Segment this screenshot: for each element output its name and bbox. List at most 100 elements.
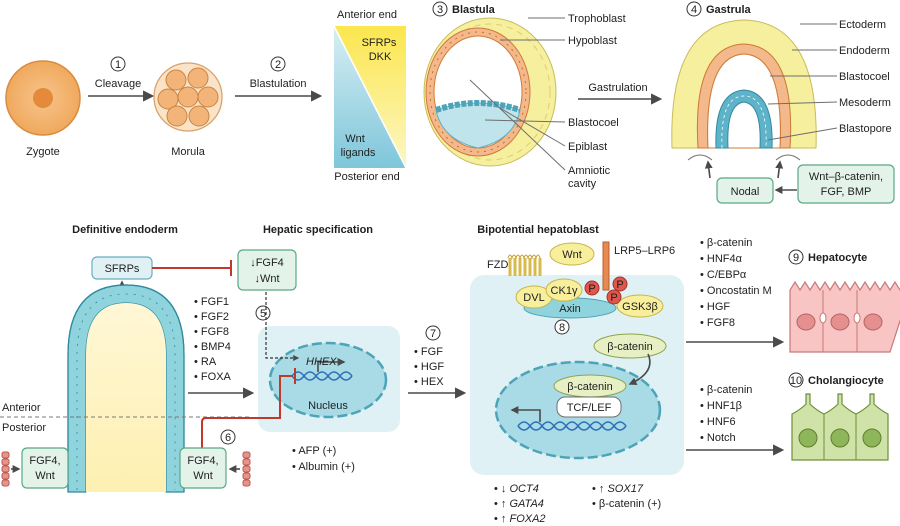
tcf-lef: TCF/LEF [567,402,612,414]
dvl: DVL [523,292,544,304]
svg-text:Anterior end: Anterior end [337,9,397,21]
hhex-label: HHEX [306,356,337,368]
zygote-label: Zygote [26,146,60,158]
hepatoblast-cell: FZD Wnt LRP5–LRP6 Axin DVL CK1γ GSK3β P … [470,241,684,475]
svg-text:9: 9 [793,252,799,264]
svg-text:Hypoblast: Hypoblast [568,35,617,47]
ck1: CK1γ [551,285,578,297]
svg-text:P: P [616,279,623,291]
svg-text:Nodal: Nodal [731,186,760,198]
svg-text:P: P [610,292,617,304]
svg-text:↓Wnt: ↓Wnt [254,273,279,285]
svg-text:Posterior end: Posterior end [334,171,399,183]
svg-text:• HNF6: • HNF6 [700,416,736,428]
svg-text:Trophoblast: Trophoblast [568,13,626,25]
blastula: 3 Blastula Trophoblast Hypoblast Blastoc… [423,1,626,190]
svg-text:• BMP4: • BMP4 [194,341,231,353]
svg-text:Ectoderm: Ectoderm [839,19,886,31]
svg-text:FZD: FZD [487,259,508,271]
hepatic-markers: • AFP (+) • Albumin (+) [292,445,355,473]
svg-text:• C/EBPα: • C/EBPα [700,269,747,281]
fgf4-wnt-down-box: ↓FGF4 ↓Wnt [237,249,297,291]
svg-text:• FGF8: • FGF8 [194,326,229,338]
posterior-label: Posterior [2,422,46,434]
svg-text:• AFP (+): • AFP (+) [292,445,336,457]
hepatic-cell: HHEX Nucleus [258,326,400,432]
left-factor-list: • FGF1 • FGF2 • FGF8 • BMP4 • RA • FOXA [194,296,232,383]
svg-text:• HGF: • HGF [414,361,444,373]
svg-text:• ↑ SOX17: • ↑ SOX17 [592,483,644,495]
svg-text:Gastrula: Gastrula [706,4,752,16]
svg-text:2: 2 [275,59,281,71]
svg-text:Hepatocyte: Hepatocyte [808,252,867,264]
hepatocyte-factors: • β-catenin • HNF4α • C/EBPα • Oncostati… [686,237,785,348]
svg-text:FGF4,: FGF4, [187,455,218,467]
svg-text:Blastocoel: Blastocoel [568,117,619,129]
svg-text:• ↑ FOXA2: • ↑ FOXA2 [494,513,546,525]
beta-catenin-cytoplasm: β-catenin [607,341,652,353]
svg-text:Cholangiocyte: Cholangiocyte [808,375,884,387]
svg-text:Mesoderm: Mesoderm [839,97,891,109]
hepatoblast-markers: • ↓ OCT4 • ↑ GATA4 • ↑ FOXA2 • ↑ SOX17 •… [494,483,661,525]
lrp-label: LRP5–LRP6 [614,245,675,257]
svg-text:• FGF: • FGF [414,346,443,358]
gut-tube [67,284,185,493]
step-5: 5 [255,305,271,321]
svg-text:• Oncostatin M: • Oncostatin M [700,285,772,297]
bipotential-title: Bipotential hepatoblast [477,224,599,236]
svg-text:cavity: cavity [568,178,597,190]
sfrps-box: SFRPs [91,256,232,300]
wnt-ligand: Wnt [562,249,582,261]
svg-text:• β-catenin: • β-catenin [700,384,752,396]
svg-text:Blastula: Blastula [452,4,496,16]
svg-text:Cleavage: Cleavage [95,78,141,90]
svg-text:• HEX: • HEX [414,376,444,388]
svg-text:• FOXA: • FOXA [194,371,232,383]
gastrulation-arrow: Gastrulation [578,82,663,105]
svg-text:• FGF8: • FGF8 [700,317,735,329]
gsk3b: GSK3β [622,301,658,313]
svg-text:• Notch: • Notch [700,432,736,444]
svg-text:7: 7 [430,328,436,340]
svg-text:10: 10 [790,375,802,387]
svg-text:SFRPs: SFRPs [362,37,397,49]
svg-text:1: 1 [115,59,121,71]
svg-text:P: P [588,283,595,295]
hepatocyte: 9 Hepatocyte [788,249,900,353]
svg-text:Gastrulation: Gastrulation [588,82,647,94]
svg-text:FGF, BMP: FGF, BMP [821,186,872,198]
step-1-cleavage: 1 Cleavage [88,56,155,102]
fgf4-wnt-box-center: 6 FGF4, Wnt [179,368,296,489]
svg-text:Amniotic: Amniotic [568,165,611,177]
svg-text:Blastulation: Blastulation [250,78,307,90]
svg-text:• Albumin (+): • Albumin (+) [292,461,355,473]
svg-text:8: 8 [559,322,565,334]
svg-text:FGF4,: FGF4, [29,455,60,467]
svg-text:5: 5 [260,308,266,320]
morula-label: Morula [171,146,206,158]
svg-text:6: 6 [225,432,231,444]
svg-text:Endoderm: Endoderm [839,45,890,57]
fzd-receptor: FZD [487,254,542,276]
svg-text:Wnt: Wnt [35,470,55,482]
svg-text:Blastocoel: Blastocoel [839,71,890,83]
svg-text:ligands: ligands [341,147,376,159]
svg-text:• FGF2: • FGF2 [194,311,229,323]
svg-text:• HNF4α: • HNF4α [700,253,743,265]
svg-text:↓FGF4: ↓FGF4 [250,257,284,269]
svg-text:Wnt: Wnt [345,133,365,145]
zygote: Zygote [5,60,81,158]
svg-text:• ↑ GATA4: • ↑ GATA4 [494,498,544,510]
hepatic-specification-title: Hepatic specification [263,224,373,236]
anterior-label: Anterior [2,402,41,414]
svg-text:• ↓ OCT4: • ↓ OCT4 [494,483,539,495]
wnt-catenin-box: Wnt–β-catenin, FGF, BMP [774,164,895,204]
cholangiocyte-factors: • β-catenin • HNF1β • HNF6 • Notch [686,384,785,456]
axin: Axin [559,303,580,315]
fgf4-wnt-box-left: FGF4, Wnt [1,447,69,489]
definitive-endoderm-title: Definitive endoderm [72,224,178,236]
morula: Morula [153,62,223,158]
svg-text:3: 3 [437,4,443,16]
svg-text:• HNF1β: • HNF1β [700,400,742,412]
